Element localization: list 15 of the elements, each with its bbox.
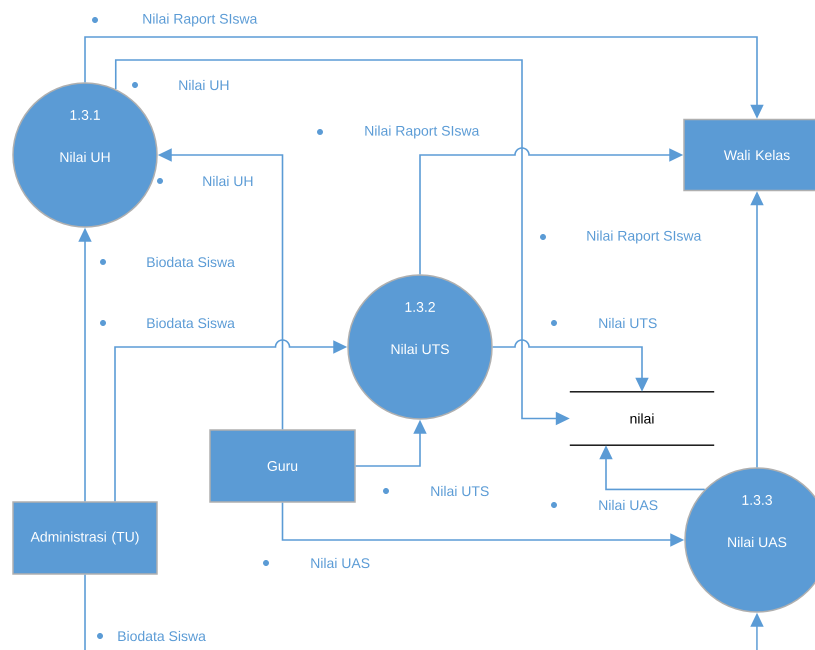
edge-label: Nilai UTS <box>551 318 657 328</box>
edge-label: Nilai Raport SIswa <box>92 13 258 27</box>
edge-label: Nilai Raport SIswa <box>317 125 480 139</box>
edge-label: Nilai UTS <box>383 486 489 496</box>
edge-label: Biodata Siswa <box>97 630 206 642</box>
entity-box: Wali Kelas <box>683 118 815 192</box>
edge-label: Nilai UH <box>157 176 252 186</box>
edge-label: Nilai UAS <box>263 558 370 568</box>
entity-box: Administrasi (TU) <box>12 501 158 575</box>
entity-box: Guru <box>209 429 356 503</box>
edge-label: Nilai UAS <box>551 500 658 510</box>
edge-label: Biodata Siswa <box>100 256 235 268</box>
edge-label: Biodata Siswa <box>100 318 235 328</box>
edge-label: Nilai Raport SIswa <box>540 230 702 244</box>
data-store: nilai <box>570 391 714 446</box>
